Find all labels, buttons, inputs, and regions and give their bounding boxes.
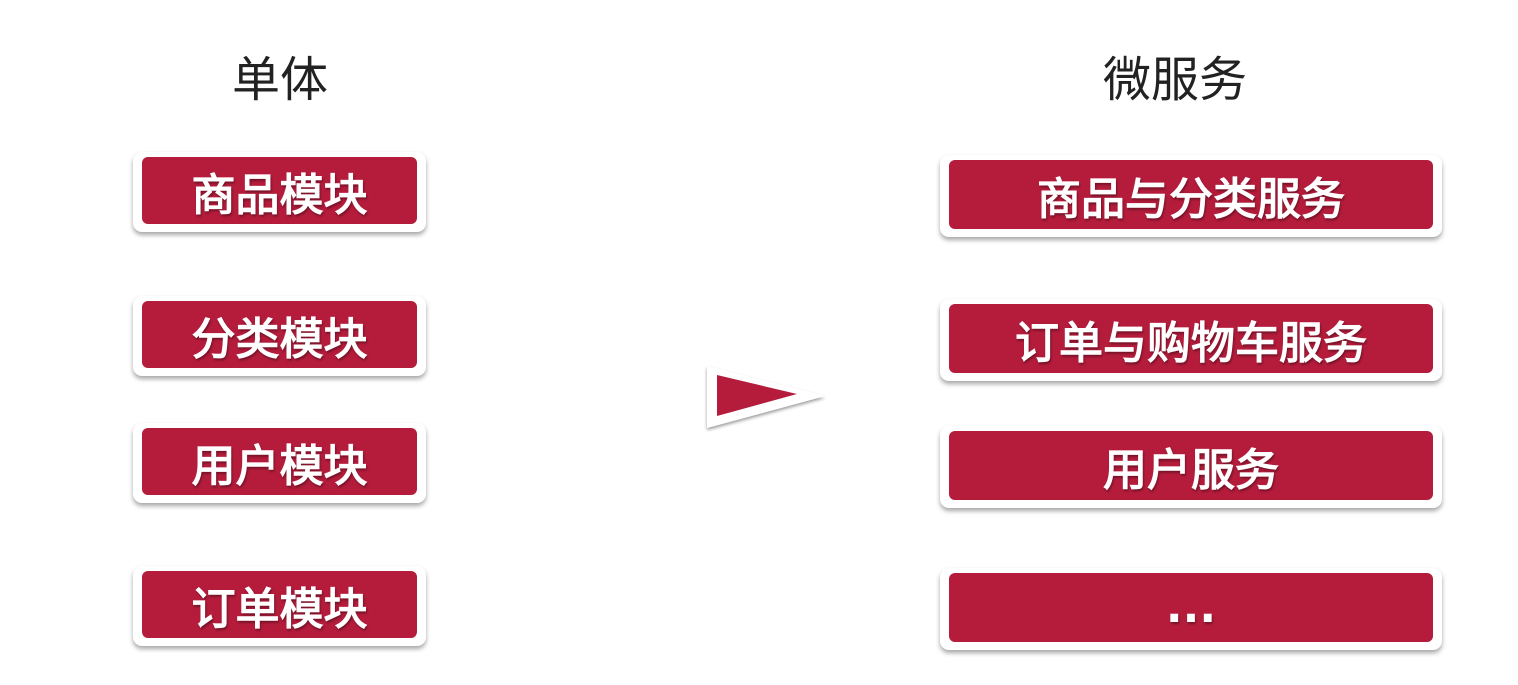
module-label: 用户模块 <box>142 428 417 495</box>
service-label: 订单与购物车服务 <box>949 304 1433 373</box>
microservice-box: ... <box>940 568 1442 650</box>
microservices-title: 微服务 <box>1102 52 1248 108</box>
service-label: 商品与分类服务 <box>949 160 1433 229</box>
module-label: 订单模块 <box>142 571 417 638</box>
arrow-head <box>717 375 797 416</box>
microservice-box: 商品与分类服务 <box>940 155 1442 237</box>
monolith-module-box: 分类模块 <box>133 296 426 376</box>
service-label: ... <box>949 573 1433 642</box>
module-label: 商品模块 <box>142 157 417 224</box>
monolith-module-box: 用户模块 <box>133 423 426 503</box>
microservice-box: 订单与购物车服务 <box>940 299 1442 381</box>
monolith-module-box: 商品模块 <box>133 152 426 232</box>
microservice-box: 用户服务 <box>940 426 1442 508</box>
module-label: 分类模块 <box>142 301 417 368</box>
monolith-module-box: 订单模块 <box>133 566 426 646</box>
monolith-title: 单体 <box>231 52 329 108</box>
service-label: 用户服务 <box>949 431 1433 500</box>
